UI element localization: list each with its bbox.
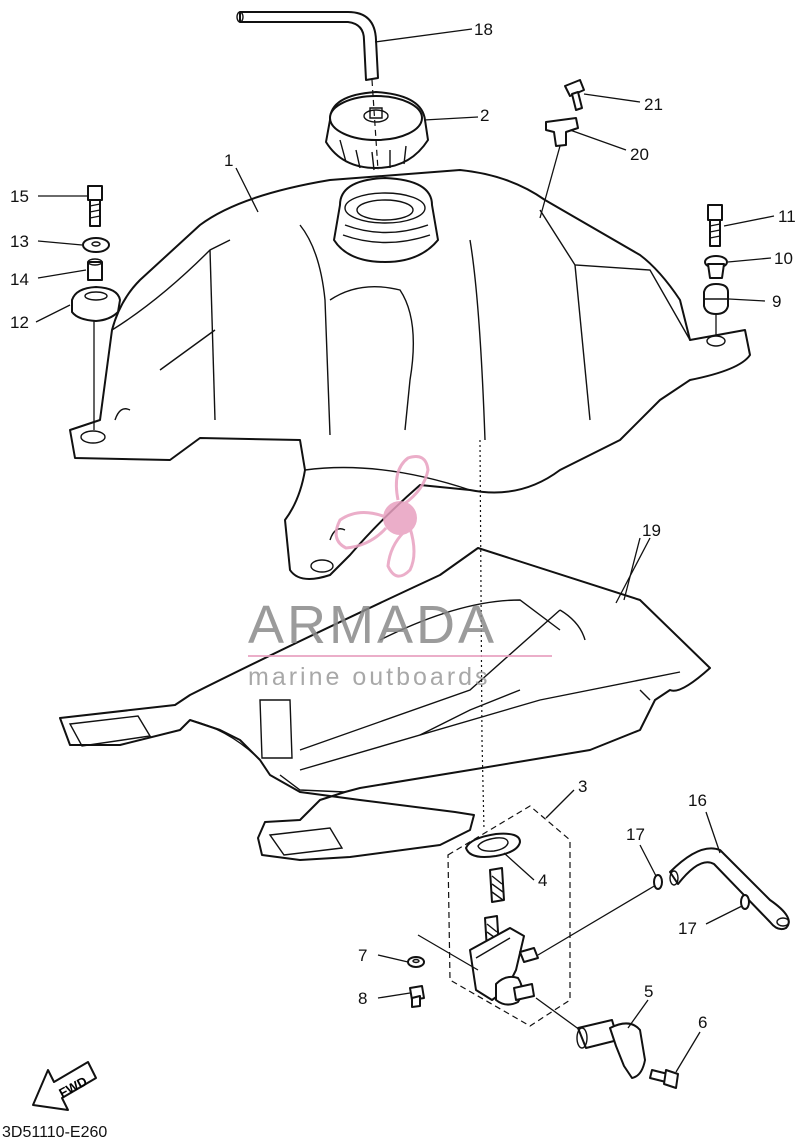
tank-tray — [59, 537, 711, 861]
fuel-cock-lever-5 — [576, 1019, 646, 1079]
bolt-11 — [707, 204, 723, 247]
callout-16: 16 — [688, 791, 707, 810]
vent-hose — [236, 11, 379, 171]
callout-3: 3 — [578, 777, 587, 796]
callout-5: 5 — [644, 982, 653, 1001]
callout-17b: 17 — [678, 919, 697, 938]
hose-clip-17b — [740, 894, 750, 910]
callout-13: 13 — [10, 232, 29, 251]
callout-6: 6 — [698, 1013, 707, 1032]
callout-21: 21 — [644, 95, 663, 114]
fuel-cap — [325, 91, 429, 171]
callout-17a: 17 — [626, 825, 645, 844]
fuel-hose-16 — [669, 847, 790, 931]
callout-15: 15 — [10, 187, 29, 206]
callout-2: 2 — [480, 106, 489, 125]
callout-12: 12 — [10, 313, 29, 332]
propeller-logo-icon — [334, 455, 430, 578]
bolt-15 — [87, 185, 103, 227]
grommet-12 — [71, 286, 121, 430]
washer-13 — [82, 237, 110, 253]
callout-20: 20 — [630, 145, 649, 164]
watermark-tagline: marine outboards — [248, 663, 491, 691]
screw-8 — [409, 985, 425, 1008]
screw-6 — [649, 1069, 679, 1089]
collar-20 — [539, 117, 579, 219]
hose-clip-17a — [653, 874, 663, 890]
callout-10: 10 — [774, 249, 793, 268]
callout-1: 1 — [224, 151, 233, 170]
screw-21 — [564, 79, 585, 111]
callout-4: 4 — [538, 871, 547, 890]
collar-14 — [87, 258, 103, 281]
callout-7: 7 — [358, 946, 367, 965]
callout-18: 18 — [474, 20, 493, 39]
fuel-cock-assembly — [417, 805, 657, 1031]
gasket-4 — [465, 832, 521, 858]
diagram-code: 3D51110-E260 — [2, 1124, 107, 1139]
callout-19: 19 — [642, 521, 661, 540]
armada-watermark: ARMADA marine outboards — [248, 455, 552, 691]
fuel-tank — [69, 169, 751, 580]
callout-8: 8 — [358, 989, 367, 1008]
watermark-brand: ARMADA — [248, 595, 497, 655]
callout-9: 9 — [772, 292, 781, 311]
callout-11: 11 — [778, 207, 796, 226]
washer-7 — [407, 956, 425, 968]
collar-10 — [704, 255, 728, 279]
callout-numbers: 1 2 3 4 5 6 7 8 9 10 11 12 13 14 15 16 1… — [10, 20, 796, 1032]
leader-lines — [35, 28, 775, 1073]
callout-14: 14 — [10, 270, 29, 289]
fwd-arrow-icon: FWD — [32, 1061, 97, 1111]
grommet-9 — [703, 283, 729, 336]
